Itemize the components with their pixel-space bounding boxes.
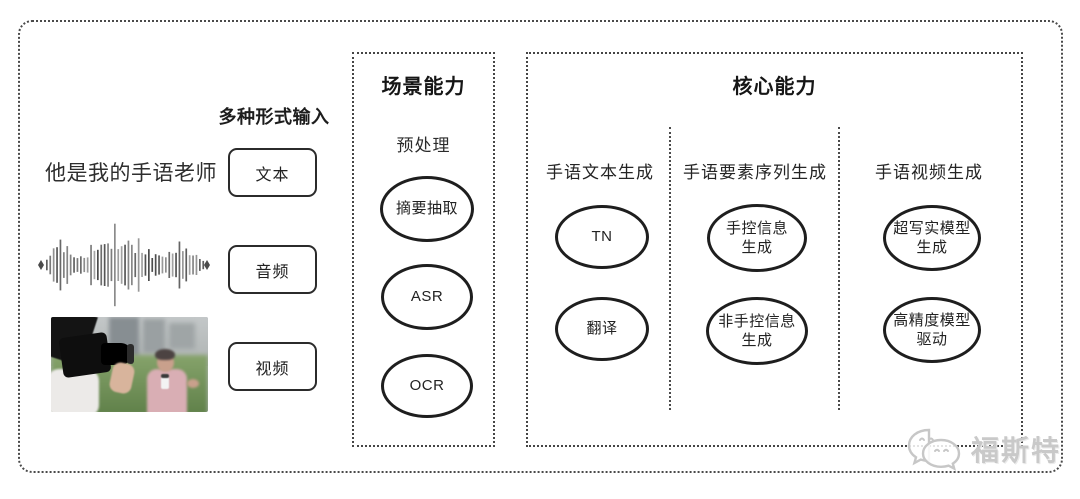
column-header-text-generation: 手语文本生成 — [546, 163, 654, 182]
photo-microphone — [161, 377, 169, 389]
core-node-high-precision-model-driving: 高精度模型 驱动 — [883, 297, 981, 363]
video-thumbnail-photo — [51, 317, 208, 412]
scene-panel-title: 场景能力 — [381, 76, 466, 98]
audio-waveform-graphic — [38, 223, 212, 307]
input-type-box-audio: 音频 — [228, 245, 317, 294]
column-header-video-generation: 手语视频生成 — [875, 163, 983, 182]
input-type-box-video: 视频 — [228, 342, 317, 391]
core-node-manual-info-generation: 手控信息 生成 — [707, 204, 807, 272]
photo-building — [169, 323, 195, 349]
watermark: 福斯特 — [903, 426, 1061, 472]
core-capability-panel: 核心能力 手语文本生成 TN 翻译 手语要素序列生成 手控信息 生成 非手控信息… — [526, 52, 1023, 447]
scene-capability-panel: 场景能力 预处理 摘要抽取 ASR OCR — [352, 52, 495, 447]
core-node-tn: TN — [555, 205, 649, 269]
outer-dotted-border — [18, 20, 1063, 473]
photo-camera-lens — [101, 343, 131, 365]
watermark-text: 福斯特 — [971, 435, 1062, 466]
core-node-non-manual-info-generation: 非手控信息 生成 — [706, 297, 808, 365]
photo-reporter-hand — [187, 379, 199, 388]
core-node-hyperrealistic-model-generation: 超写实模型 生成 — [883, 205, 981, 271]
input-type-box-text: 文本 — [228, 148, 317, 197]
photo-microphone-cap — [161, 374, 169, 378]
input-type-label-audio: 音频 — [255, 263, 290, 281]
core-node-translation: 翻译 — [555, 297, 649, 361]
scene-panel-subtitle: 预处理 — [396, 136, 451, 155]
column-divider — [838, 127, 840, 410]
wechat-chat-bubbles-icon — [907, 428, 961, 471]
column-header-element-sequence-generation: 手语要素序列生成 — [683, 163, 827, 182]
core-panel-title: 核心能力 — [732, 76, 817, 98]
scene-node-summary-extraction: 摘要抽取 — [380, 176, 474, 242]
scene-node-asr: ASR — [381, 264, 473, 330]
input-type-label-text: 文本 — [255, 166, 290, 184]
column-divider — [669, 127, 671, 410]
photo-building — [143, 319, 165, 353]
input-section-header: 多种形式输入 — [218, 107, 330, 127]
scene-node-ocr: OCR — [381, 354, 473, 418]
photo-reporter-hair — [155, 349, 175, 360]
sample-sentence-text: 他是我的手语老师 — [45, 162, 217, 185]
photo-camera-lens-ring — [127, 344, 134, 364]
input-type-label-video: 视频 — [255, 360, 290, 378]
